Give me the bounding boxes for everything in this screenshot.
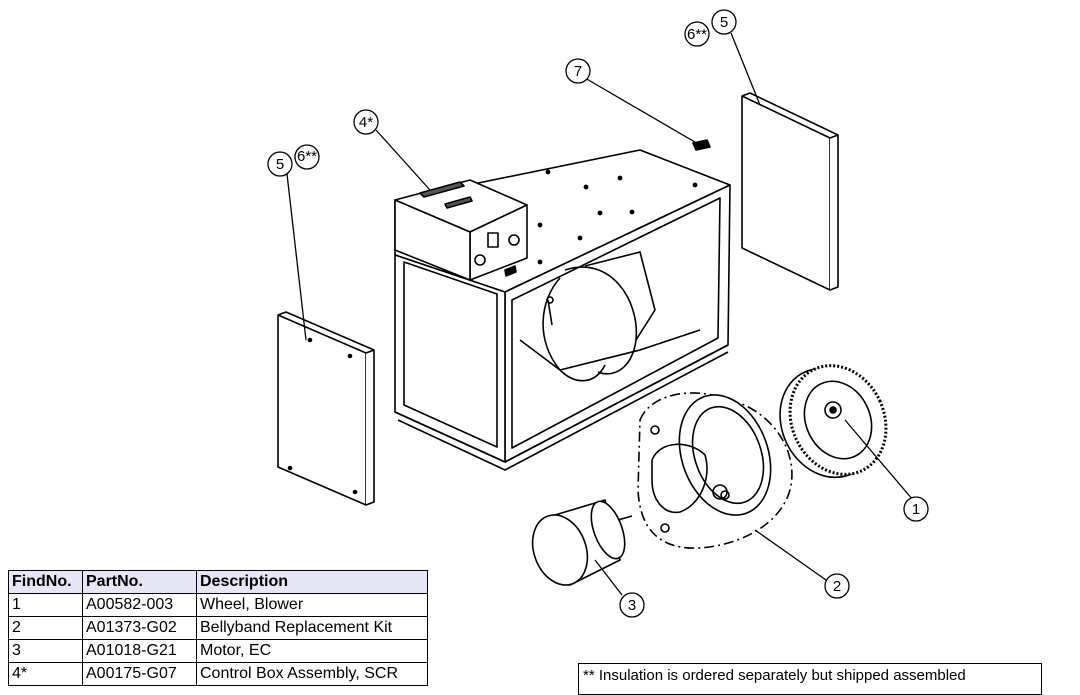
callout-label-5-left: 5 bbox=[276, 156, 284, 173]
header-description: Description bbox=[196, 570, 428, 594]
callout-label-5-right: 5 bbox=[720, 14, 728, 31]
insulation-note: ** Insulation is ordered separately but … bbox=[583, 667, 966, 684]
blower-scroll bbox=[519, 251, 701, 382]
callout-label-2: 2 bbox=[833, 578, 841, 595]
callout-circle-7 bbox=[565, 58, 591, 84]
description-cell: Motor, EC bbox=[196, 639, 428, 663]
partno-cell: A00175-G07 bbox=[82, 662, 197, 686]
table-row: 2 A01373-G02 Bellyband Replacement Kit bbox=[8, 616, 428, 640]
table-row: 1 A00582-003 Wheel, Blower bbox=[8, 593, 428, 617]
parts-table-header: FindNo. PartNo. Description bbox=[8, 570, 428, 594]
leader-lines bbox=[286, 32, 914, 596]
blower-wheel bbox=[779, 364, 888, 479]
callout-circle-2 bbox=[824, 573, 850, 599]
findno-cell: 2 bbox=[8, 616, 83, 640]
table-row: 3 A01018-G21 Motor, EC bbox=[8, 639, 428, 663]
callout-label-3: 3 bbox=[628, 597, 636, 614]
partno-cell: A00582-003 bbox=[82, 593, 197, 617]
bellyband-kit bbox=[637, 392, 793, 549]
description-cell: Bellyband Replacement Kit bbox=[196, 616, 428, 640]
callout-circle-6-right bbox=[684, 21, 710, 47]
callout-circle-3 bbox=[619, 592, 645, 618]
callout-circle-1 bbox=[903, 496, 929, 522]
exploded-parts-diagram: 1 2 3 4* 5 6** 5 6** 7 FindNo. PartNo. D… bbox=[8, 9, 1042, 695]
control-box bbox=[394, 179, 528, 281]
findno-cell: 1 bbox=[8, 593, 83, 617]
partno-cell: A01373-G02 bbox=[82, 616, 197, 640]
header-findno: FindNo. bbox=[8, 570, 83, 594]
assembly-drawing: 1 2 3 4* 5 6** 5 6** 7 bbox=[267, 9, 929, 618]
callout-circle-5-right bbox=[711, 9, 737, 35]
clip-part bbox=[692, 139, 711, 151]
table-row: 4* A00175-G07 Control Box Assembly, SCR bbox=[8, 662, 428, 686]
findno-cell: 3 bbox=[8, 639, 83, 663]
description-cell: Wheel, Blower bbox=[196, 593, 428, 617]
callout-circle-6-left bbox=[294, 144, 320, 170]
callout-label-1: 1 bbox=[912, 501, 920, 518]
right-insulation-panel bbox=[741, 92, 839, 291]
header-partno: PartNo. bbox=[82, 570, 197, 594]
callout-label-4: 4* bbox=[359, 114, 373, 131]
callout-circle-5-left bbox=[267, 151, 293, 177]
callout-label-7: 7 bbox=[574, 63, 582, 80]
callout-circle-4 bbox=[353, 109, 379, 135]
parts-table: FindNo. PartNo. Description 1 A00582-003… bbox=[8, 570, 428, 686]
partno-cell: A01018-G21 bbox=[82, 639, 197, 663]
callout-label-6-left: 6** bbox=[297, 148, 317, 165]
left-insulation-panel bbox=[277, 311, 375, 506]
callout-label-6-right: 6** bbox=[687, 26, 707, 43]
insulation-note-box: ** Insulation is ordered separately but … bbox=[578, 663, 1042, 695]
findno-cell: 4* bbox=[8, 662, 83, 686]
description-cell: Control Box Assembly, SCR bbox=[196, 662, 428, 686]
ec-motor bbox=[531, 499, 633, 586]
